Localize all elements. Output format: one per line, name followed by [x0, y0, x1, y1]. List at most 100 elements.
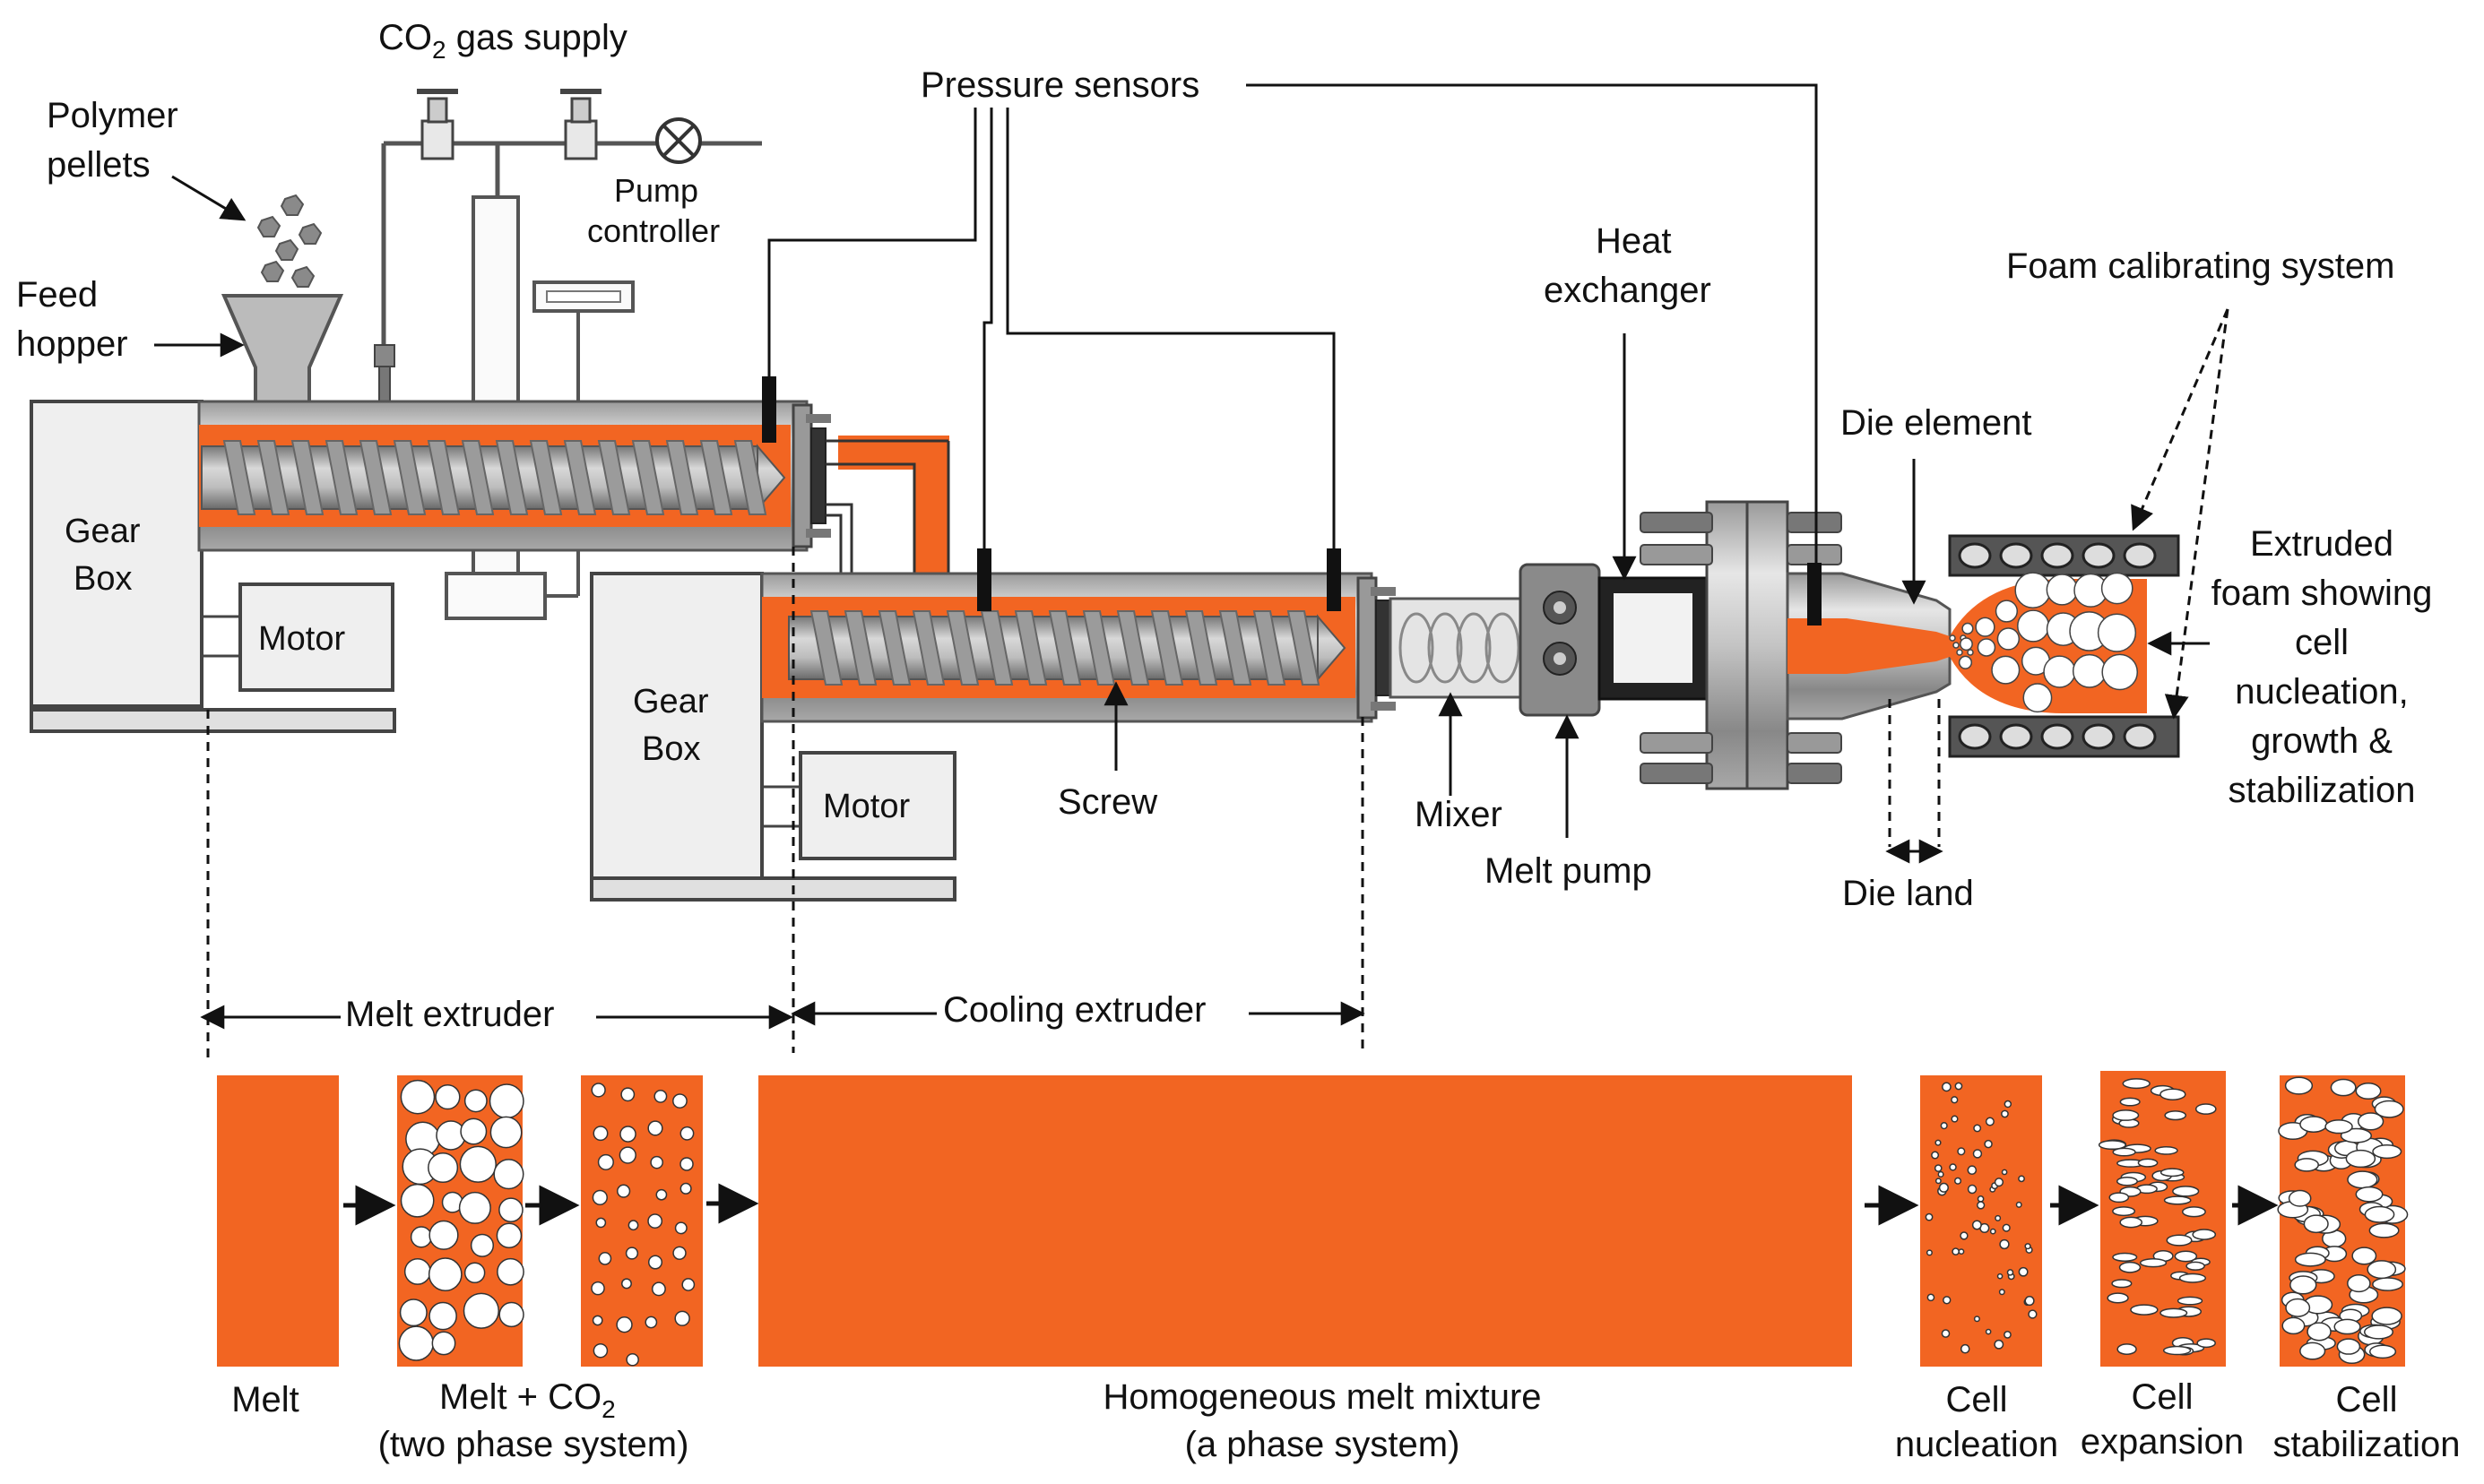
foam-cell [1967, 649, 1974, 656]
stabilized-cell [2324, 1119, 2353, 1135]
co2-bubble [496, 1222, 523, 1248]
motor-1 [202, 582, 394, 692]
expanding-cell [2154, 1145, 2178, 1155]
co2-injector [374, 344, 395, 403]
foam-cell [1956, 649, 1963, 656]
feed-hopper-label: Feed [16, 275, 98, 315]
co2-bubble [459, 1145, 497, 1183]
gear-box-2-label: Gear [633, 683, 709, 720]
co2-bubble-small [674, 1310, 690, 1326]
stabilized-cell [2299, 1116, 2328, 1133]
co2-bubble [493, 1159, 524, 1190]
co2-bubble-small [616, 1316, 633, 1333]
polymer-pellets-label-2: pellets [47, 145, 151, 185]
expanding-cell [2196, 1338, 2216, 1349]
screw-flight [290, 440, 325, 515]
sensor-3 [1327, 548, 1341, 611]
co2-bubble-small [592, 1189, 608, 1205]
nucleated-cell [1994, 1178, 2004, 1187]
co2-bubble-small [647, 1120, 663, 1136]
expanding-cell [2130, 1304, 2159, 1316]
pump-controller-icon[interactable] [655, 117, 702, 164]
nucleated-cell [2018, 1266, 2029, 1277]
stage-stabilization-label: stabilization [2272, 1425, 2460, 1464]
stabilized-cell [2289, 1275, 2317, 1295]
stabilized-cell [2345, 1149, 2376, 1169]
stabilized-cell [2294, 1252, 2326, 1267]
polymer-pellets-label: Polymer [47, 96, 178, 135]
co2-bubble-small [672, 1246, 687, 1260]
stabilized-cell [2347, 1274, 2371, 1293]
nucleated-cell [1994, 1339, 2004, 1350]
nucleated-cell [1926, 1249, 1933, 1256]
nucleated-cell [1967, 1165, 1978, 1176]
stabilized-cell [2368, 1222, 2400, 1238]
gear-box-1-label: Gear [65, 513, 141, 550]
foam-cell [2014, 572, 2052, 608]
extruded-foam-label-5: growth & [2251, 721, 2393, 761]
expanding-cell [2177, 1296, 2203, 1306]
stabilized-cell [2303, 1214, 2329, 1234]
sensor-4 [1807, 563, 1822, 626]
pump-controller-label-2: controller [587, 212, 720, 249]
transfer-pipe [826, 436, 950, 600]
gear-box-1 [30, 400, 396, 733]
stage-melt-label: Melt [231, 1380, 299, 1419]
screw-flights-2 [809, 610, 1320, 686]
co2-bubble [460, 1117, 488, 1145]
stabilized-cell [2333, 1318, 2361, 1335]
valve-1[interactable] [417, 89, 458, 160]
co2-bubble-small [591, 1281, 605, 1296]
co2-bubble-small [591, 1083, 606, 1098]
co2-bubble [428, 1257, 463, 1292]
screw-flight [878, 610, 912, 686]
co2-bubble [400, 1079, 436, 1115]
expanding-cell [2162, 1345, 2192, 1356]
valve-2[interactable] [560, 89, 602, 160]
melt-pump [1519, 563, 1601, 717]
nucleated-cell [1943, 1296, 1952, 1305]
expanding-cell [2112, 1206, 2136, 1217]
stabilized-cell [2347, 1170, 2378, 1189]
nucleated-cell [1995, 1214, 2002, 1221]
static-mixer [1389, 597, 1522, 699]
expanding-cell [2164, 1110, 2187, 1121]
nucleated-cell [2002, 1223, 2011, 1232]
nucleated-cell [2018, 1175, 2025, 1183]
screw-flight [1252, 610, 1286, 686]
screw-flight [461, 440, 495, 515]
pump-controller-label: Pump [614, 172, 698, 209]
screw-flight [844, 610, 878, 686]
foam-cell [1995, 600, 2019, 623]
stabilized-cell [2330, 1078, 2357, 1097]
screw-flight [980, 610, 1014, 686]
co2-bubble-small [617, 1184, 631, 1198]
stabilized-cell [2336, 1338, 2361, 1355]
melt-pump-label: Melt pump [1484, 851, 1652, 891]
screw-flight [495, 440, 529, 515]
stabilized-cell [2367, 1260, 2397, 1280]
stabilized-cell [2281, 1316, 2306, 1335]
nucleated-cell [2024, 1243, 2031, 1250]
pressure-sensor-lines [767, 83, 1818, 563]
screw-flight [359, 440, 393, 515]
motor-2-label: Motor [823, 788, 910, 825]
foam-cell [2097, 613, 2137, 652]
nucleated-cell [1951, 1115, 1959, 1123]
die-land-label: Die land [1842, 874, 1974, 913]
expanding-cell [2166, 1234, 2193, 1247]
nucleated-cell [1996, 1273, 2004, 1280]
screw-flight [665, 440, 699, 515]
co2-bubble-small [650, 1155, 663, 1169]
stabilized-cell [2355, 1186, 2384, 1203]
nucleated-cell [1925, 1212, 1934, 1221]
foam-calibrating-label: Foam calibrating system [2006, 246, 2394, 286]
nucleated-cell [1989, 1228, 1996, 1235]
co2-bubble [463, 1292, 499, 1329]
co2-bubble [428, 1220, 459, 1250]
stabilized-cell [2285, 1298, 2311, 1317]
nucleated-cell [1954, 1082, 1963, 1091]
nucleated-cell [1985, 1117, 1995, 1126]
nucleated-cell [2015, 1201, 2022, 1208]
heat-exchanger-label-2: exchanger [1544, 271, 1711, 310]
